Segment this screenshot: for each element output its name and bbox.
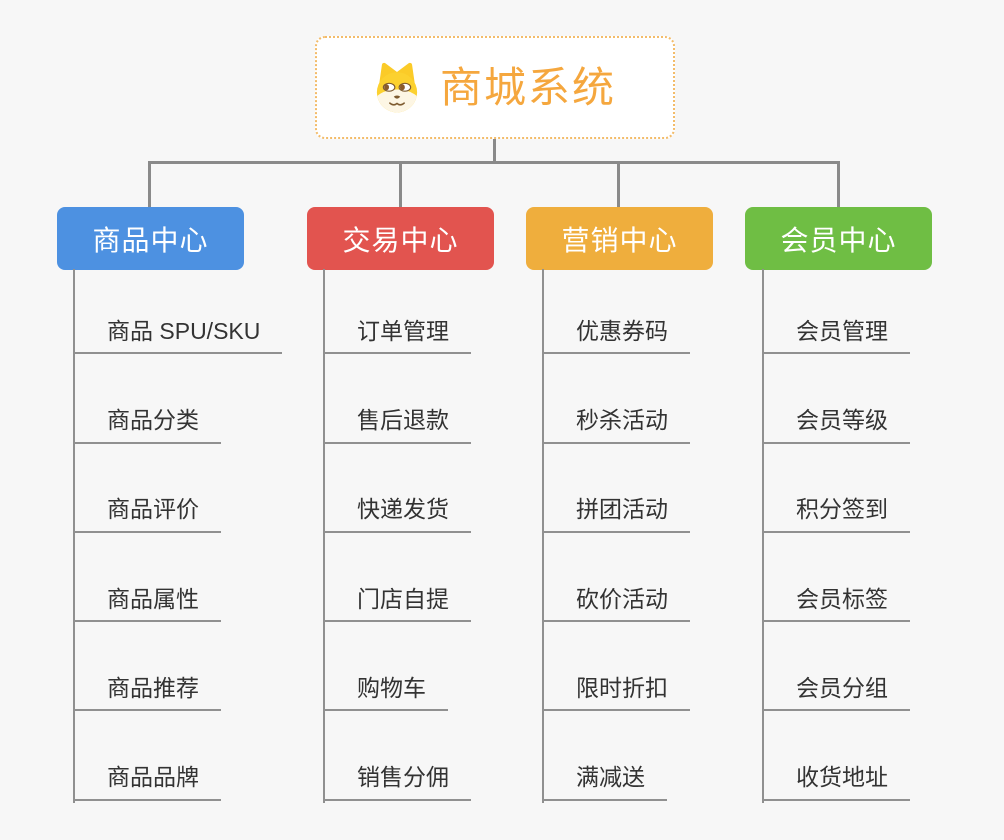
branch-label: 营销中心 bbox=[561, 224, 678, 256]
connector-drop-member bbox=[837, 163, 840, 207]
leaf-item[interactable]: 满减送 bbox=[542, 764, 667, 801]
leaf-item[interactable]: 售后退款 bbox=[323, 407, 471, 444]
leaf-item[interactable]: 限时折扣 bbox=[542, 675, 690, 712]
branch-vertical-line bbox=[73, 269, 75, 803]
leaf-item[interactable]: 秒杀活动 bbox=[542, 407, 690, 444]
leaf-item[interactable]: 收货地址 bbox=[762, 764, 910, 801]
leaf-column-trade: 订单管理 售后退款 快递发货 门店自提 购物车 销售分佣 bbox=[323, 265, 568, 803]
branch-box-member-center[interactable]: 会员中心 bbox=[745, 207, 932, 270]
connector-root-stem bbox=[493, 139, 496, 164]
leaf-item[interactable]: 快递发货 bbox=[323, 496, 471, 533]
leaf-item[interactable]: 优惠券码 bbox=[542, 318, 690, 355]
leaf-item[interactable]: 门店自提 bbox=[323, 586, 471, 623]
branch-label: 交易中心 bbox=[342, 224, 459, 256]
branch-vertical-line bbox=[542, 269, 544, 803]
leaf-item[interactable]: 销售分佣 bbox=[323, 764, 471, 801]
leaf-item[interactable]: 会员分组 bbox=[762, 675, 910, 712]
leaf-item[interactable]: 商品评价 bbox=[73, 496, 221, 533]
leaf-column-marketing: 优惠券码 秒杀活动 拼团活动 砍价活动 限时折扣 满减送 bbox=[542, 265, 787, 803]
leaf-item[interactable]: 商品推荐 bbox=[73, 675, 221, 712]
leaf-column-member: 会员管理 会员等级 积分签到 会员标签 会员分组 收货地址 bbox=[762, 265, 1004, 803]
branch-vertical-line bbox=[323, 269, 325, 803]
root-title: 商城系统 bbox=[439, 63, 616, 111]
branch-label: 商品中心 bbox=[92, 224, 209, 256]
leaf-item[interactable]: 会员管理 bbox=[762, 318, 910, 355]
leaf-item[interactable]: 会员标签 bbox=[762, 586, 910, 623]
connector-drop-trade bbox=[399, 163, 402, 207]
leaf-item[interactable]: 会员等级 bbox=[762, 407, 910, 444]
leaf-item[interactable]: 购物车 bbox=[323, 675, 448, 712]
connector-drop-product bbox=[148, 163, 151, 207]
leaf-item[interactable]: 商品品牌 bbox=[73, 764, 221, 801]
branch-box-trade-center[interactable]: 交易中心 bbox=[307, 207, 494, 270]
leaf-column-product: 商品 SPU/SKU 商品分类 商品评价 商品属性 商品推荐 商品品牌 bbox=[73, 265, 318, 803]
root-node-mall-system[interactable]: 商城系统 bbox=[315, 36, 675, 139]
leaf-item[interactable]: 积分签到 bbox=[762, 496, 910, 533]
connector-drop-marketing bbox=[617, 163, 620, 207]
branch-vertical-line bbox=[762, 269, 764, 803]
branch-box-product-center[interactable]: 商品中心 bbox=[57, 207, 244, 270]
leaf-item[interactable]: 砍价活动 bbox=[542, 586, 690, 623]
leaf-item[interactable]: 拼团活动 bbox=[542, 496, 690, 533]
leaf-item[interactable]: 商品 SPU/SKU bbox=[73, 318, 283, 355]
leaf-item[interactable]: 订单管理 bbox=[323, 318, 471, 355]
leaf-item[interactable]: 商品属性 bbox=[73, 586, 221, 623]
connector-horizontal-bar bbox=[148, 161, 840, 164]
branch-label: 会员中心 bbox=[780, 224, 897, 256]
leaf-item[interactable]: 商品分类 bbox=[73, 407, 221, 444]
branch-box-marketing-center[interactable]: 营销中心 bbox=[526, 207, 713, 270]
doge-icon bbox=[376, 62, 418, 112]
